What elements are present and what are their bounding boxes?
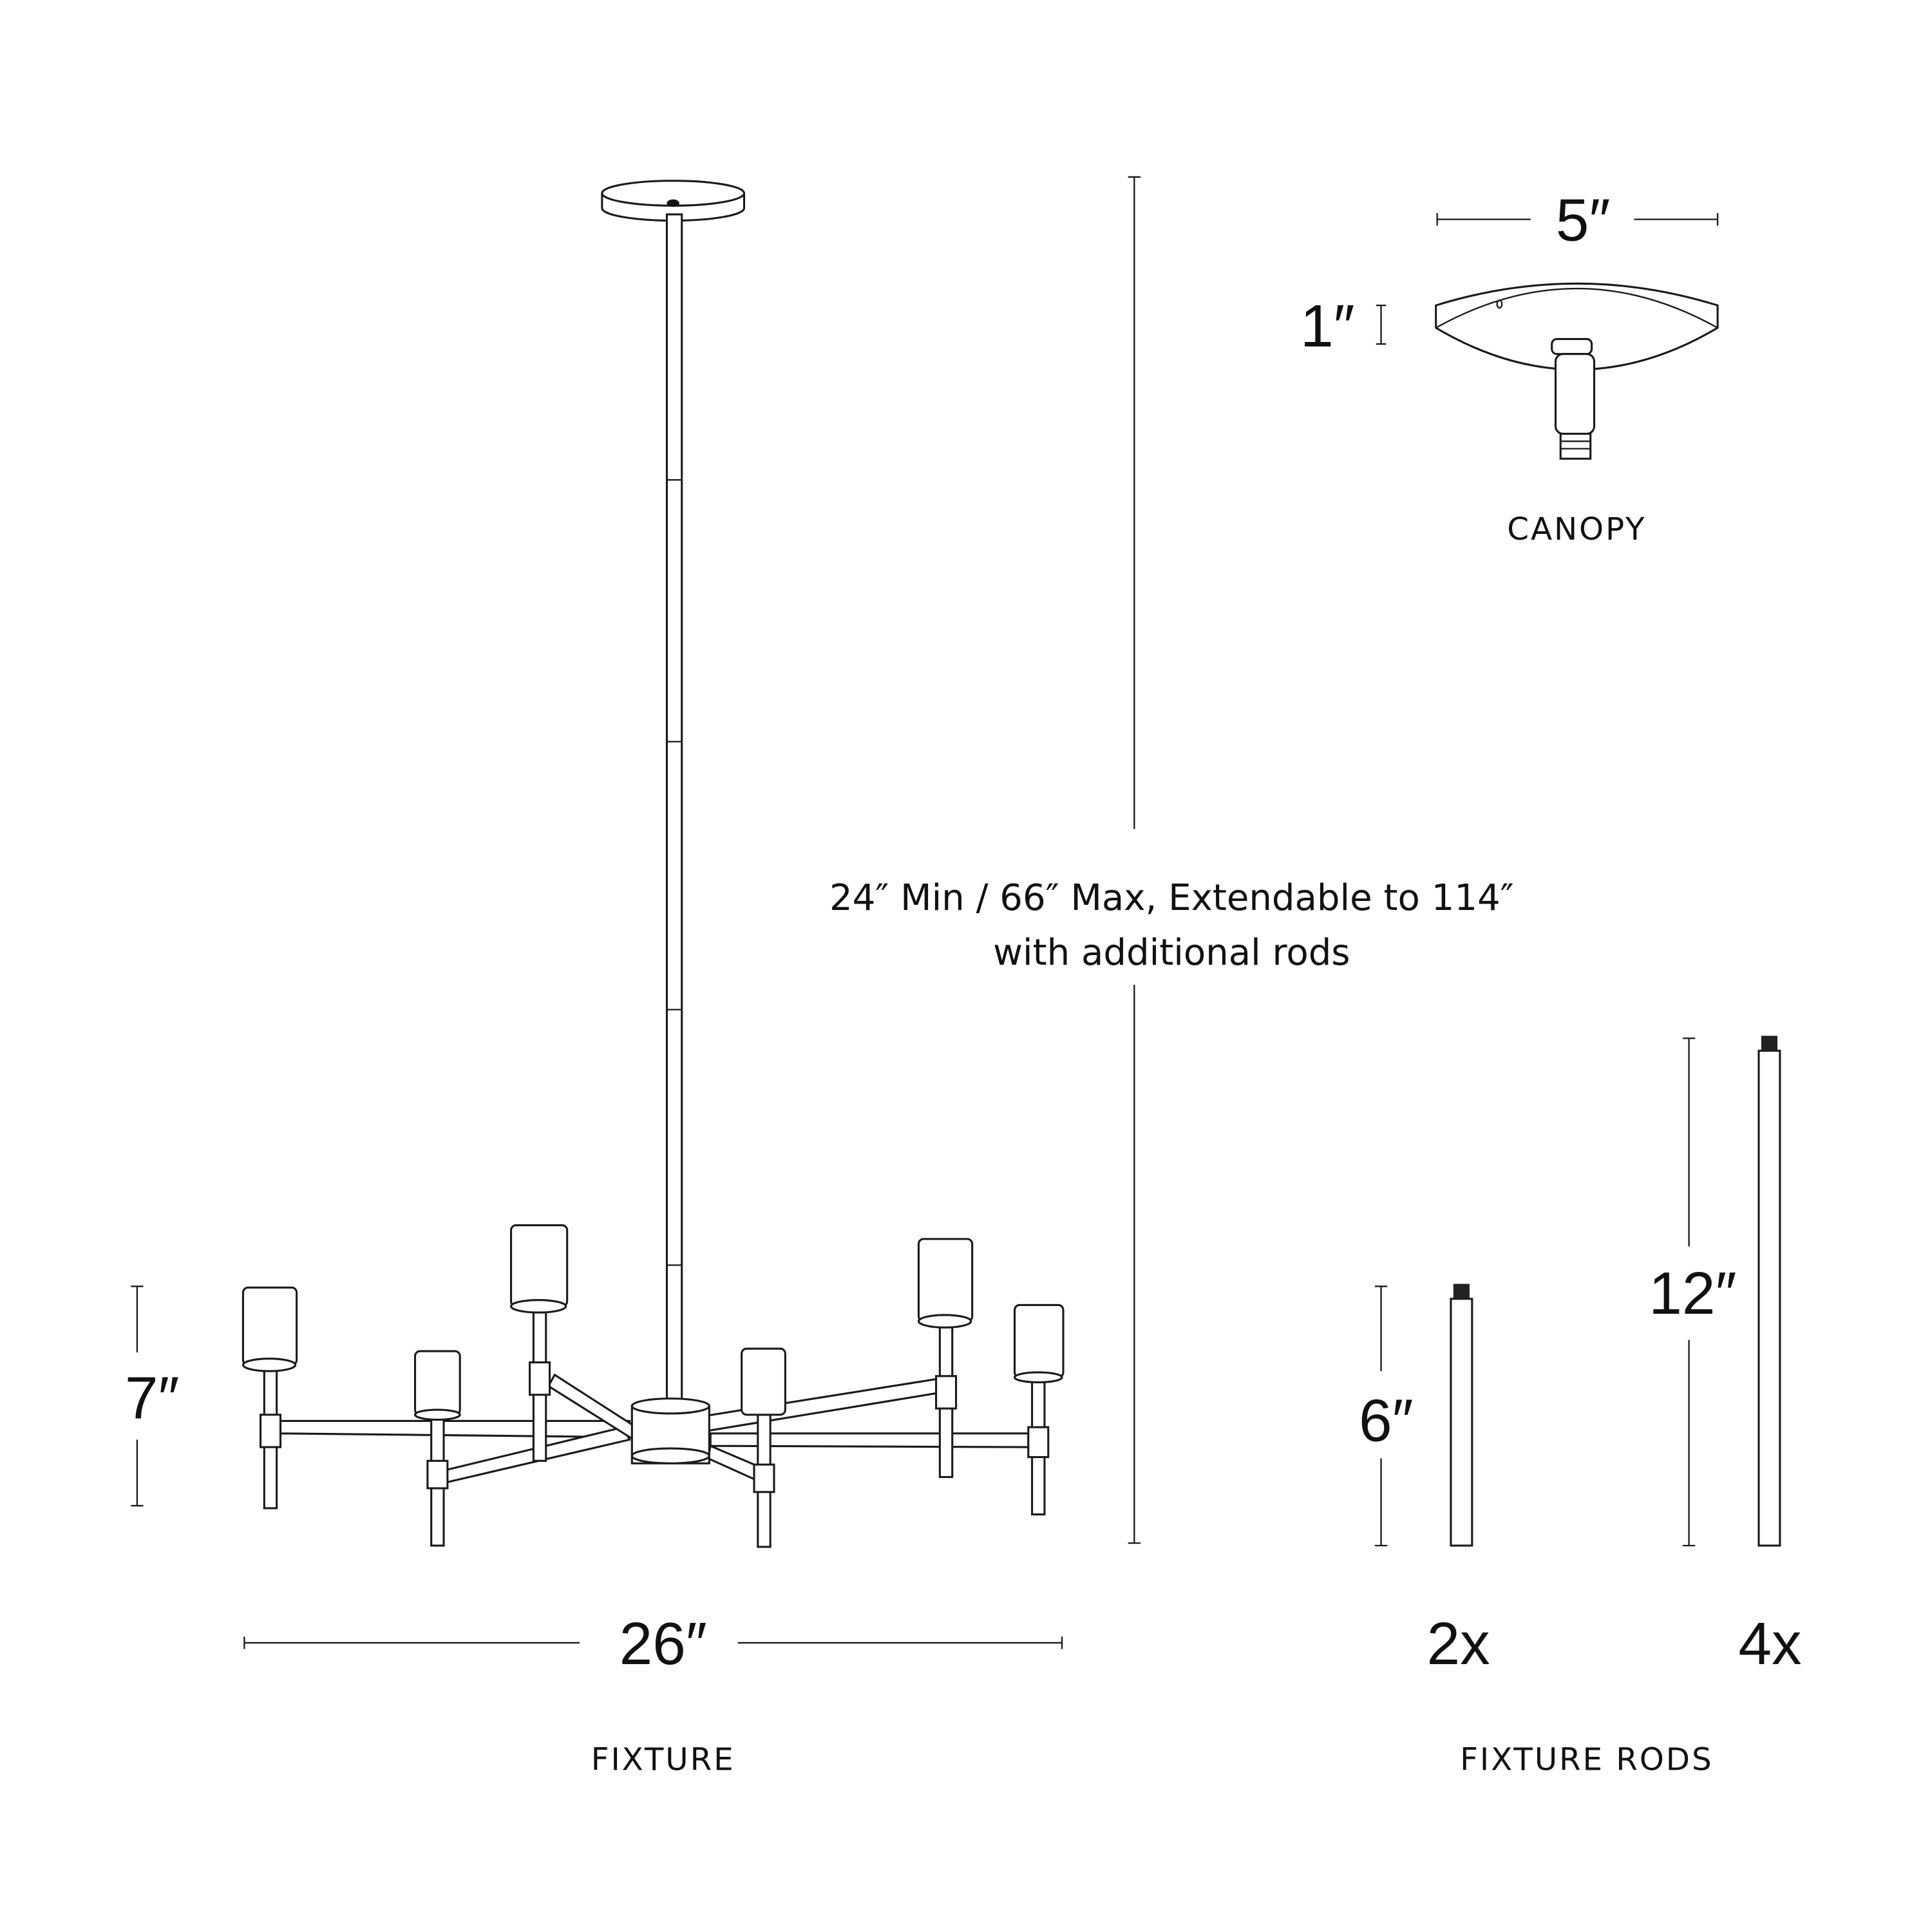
- canopy-height-value: 1″: [1300, 292, 1355, 359]
- rod-12in: 12″ 4x: [1649, 1036, 1801, 1677]
- candle-1: [242, 1286, 298, 1510]
- fixture-height-dimension: 7″: [125, 1285, 180, 1507]
- candle-6: [1013, 1303, 1065, 1516]
- candle-5: [917, 1238, 974, 1479]
- candle-4: [741, 1347, 786, 1548]
- rod-6in-qty: 2x: [1426, 1610, 1490, 1677]
- canopy-width-dimension: 5″: [1436, 187, 1719, 254]
- ceiling-canopy: [601, 180, 746, 222]
- candle-3: [510, 1224, 569, 1462]
- rod-6in-length: 6″: [1359, 1387, 1414, 1454]
- canopy-width-value: 5″: [1556, 187, 1611, 254]
- rod-6in: 6″ 2x: [1359, 1283, 1490, 1677]
- fixture-width-dimension: 26″: [243, 1610, 1063, 1677]
- overall-height-note-line2: with additional rods: [993, 932, 1350, 974]
- canopy-label: CANOPY: [1507, 511, 1646, 547]
- canopy-drawing: [1435, 282, 1719, 460]
- candle-2: [413, 1350, 461, 1547]
- rod-12in-qty: 4x: [1738, 1610, 1801, 1677]
- fixture-width-value: 26″: [620, 1610, 707, 1677]
- fixture-rods-label: FIXTURE RODS: [1460, 1741, 1713, 1777]
- fixture-height-value: 7″: [125, 1365, 180, 1432]
- overall-height-dimension: 24″ Min / 66″ Max, Extendable to 114″ wi…: [829, 176, 1514, 1544]
- fixture-drawing: [242, 180, 1065, 1548]
- down-rod: [665, 213, 683, 1406]
- overall-height-note-line1: 24″ Min / 66″ Max, Extendable to 114″: [829, 877, 1514, 919]
- center-hub: [630, 1397, 710, 1464]
- fixture-label: FIXTURE: [591, 1741, 735, 1777]
- rod-12in-length: 12″: [1649, 1260, 1736, 1327]
- canopy-height-dimension: 1″: [1300, 292, 1387, 359]
